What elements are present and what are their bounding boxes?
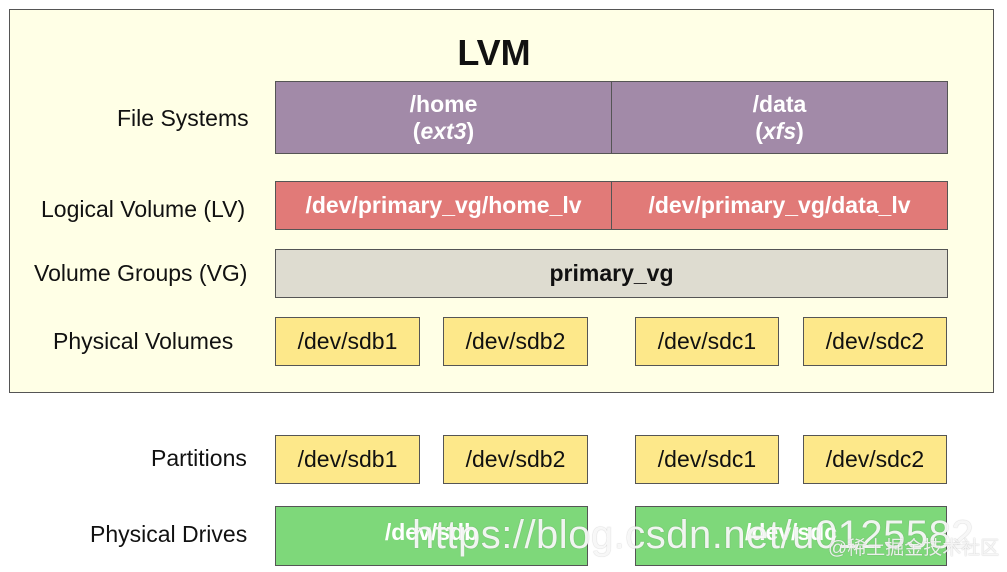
fs-type: (xfs)	[755, 117, 804, 144]
physical-volume: /dev/sdc2	[803, 317, 947, 366]
diagram-title: LVM	[457, 32, 531, 73]
partition: /dev/sdc2	[803, 435, 947, 484]
label-volume-groups: Volume Groups (VG)	[34, 260, 248, 286]
physical-drive-sdc: /dev/sdc	[635, 506, 947, 566]
physical-volume: /dev/sdc1	[635, 317, 779, 366]
watermark-community: @稀土掘金技术社区	[828, 538, 1000, 559]
physical-volume: /dev/sdb1	[275, 317, 420, 366]
label-logical-volume: Logical Volume (LV)	[41, 196, 246, 222]
logical-volume-data: /dev/primary_vg/data_lv	[611, 181, 948, 230]
fs-type: (ext3)	[412, 117, 475, 144]
physical-volume: /dev/sdb2	[443, 317, 588, 366]
partition: /dev/sdc1	[635, 435, 779, 484]
fs-mount: /data	[752, 90, 807, 117]
label-file-systems: File Systems	[117, 105, 249, 131]
physical-drive-sdb: /dev/sdb	[275, 506, 588, 566]
file-system-data: /data (xfs)	[611, 81, 948, 154]
label-physical-drives: Physical Drives	[90, 521, 248, 547]
partition: /dev/sdb1	[275, 435, 420, 484]
label-partitions: Partitions	[151, 445, 247, 471]
volume-group: primary_vg	[275, 249, 948, 298]
file-system-home: /home (ext3)	[275, 81, 612, 154]
partition: /dev/sdb2	[443, 435, 588, 484]
watermark-url: https://blog.csdn.net/u0125582	[412, 513, 975, 557]
fs-mount: /home	[409, 90, 478, 117]
logical-volume-home: /dev/primary_vg/home_lv	[275, 181, 612, 230]
label-physical-volumes: Physical Volumes	[53, 328, 234, 354]
